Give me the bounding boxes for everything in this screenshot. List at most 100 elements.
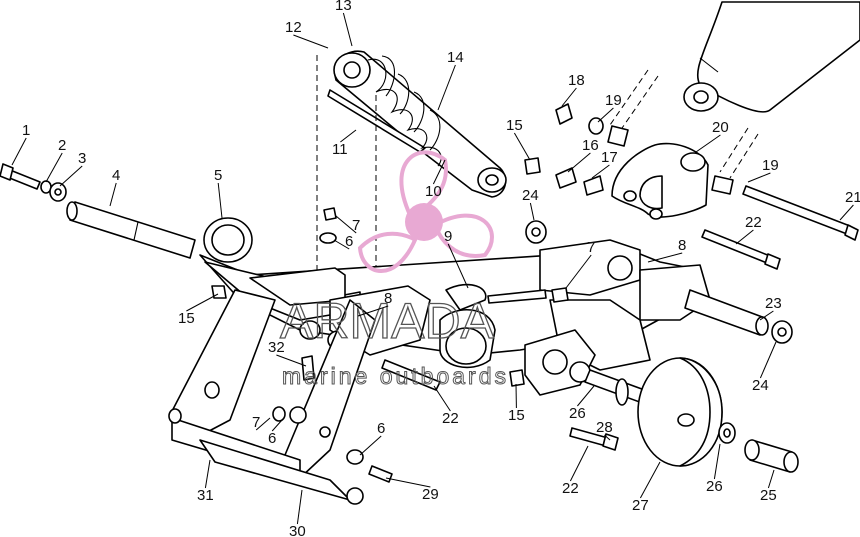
- callout-leader-10: [432, 159, 446, 185]
- callout-leader-7: [565, 254, 592, 289]
- callout-number-22: 22: [442, 410, 459, 427]
- callout-leader-14: [437, 64, 456, 111]
- parts-line-art: [0, 1, 860, 505]
- callout-number-31: 31: [197, 487, 214, 504]
- callout-number-15: 15: [506, 117, 523, 134]
- callout-number-13: 13: [335, 0, 352, 14]
- brand-tagline: marine outboards: [282, 363, 509, 389]
- callout-leader-6: [359, 435, 382, 456]
- callout-leader-30: [296, 489, 303, 525]
- callout-leader-2: [45, 152, 63, 183]
- callout-number-25: 25: [760, 487, 777, 504]
- callout-leader-22: [433, 385, 451, 412]
- callout-number-20: 20: [712, 119, 729, 136]
- callout-number-24: 24: [752, 377, 769, 394]
- callout-leader-15: [186, 293, 219, 312]
- callout-number-12: 12: [285, 19, 302, 36]
- callout-number-8: 8: [384, 290, 392, 307]
- callout-leader-8: [647, 252, 683, 263]
- callout-leader-8: [357, 305, 389, 317]
- callout-leader-7: [335, 215, 357, 234]
- callout-number-17: 17: [601, 149, 618, 166]
- shock-absorber-part: [316, 50, 507, 285]
- sleeve-part: [203, 217, 253, 263]
- long-bolt-part: [742, 185, 859, 241]
- callout-number-22: 22: [562, 480, 579, 497]
- callout-leader-12: [293, 34, 329, 49]
- callout-leader-15: [513, 132, 531, 161]
- front-bolt-part: [0, 163, 67, 202]
- callout-number-29: 29: [422, 486, 439, 503]
- callout-leader-5: [217, 182, 223, 219]
- callout-number-26: 26: [569, 405, 586, 422]
- callout-leader-26: [577, 385, 595, 407]
- callout-number-15: 15: [508, 407, 525, 424]
- callout-number-11: 11: [332, 141, 348, 158]
- callout-number-19: 19: [605, 92, 622, 109]
- callout-number-32: 32: [268, 339, 285, 356]
- callout-leader-27: [639, 461, 661, 499]
- shaft-part: [66, 201, 196, 259]
- callout-number-3: 3: [78, 150, 86, 167]
- callout-leader-6: [271, 419, 283, 432]
- callout-leader-29: [385, 477, 431, 488]
- callout-leader-22: [569, 445, 589, 482]
- callout-leader-18: [561, 87, 577, 107]
- callout-number-19: 19: [762, 157, 779, 174]
- callout-number-28: 28: [596, 419, 613, 436]
- brand-watermark: ARMADA marine outboards: [279, 150, 509, 390]
- callout-number-10: 10: [425, 183, 442, 200]
- callout-number-7: 7: [352, 217, 360, 234]
- callout-leader-26: [713, 443, 721, 480]
- callout-number-7: 7: [252, 414, 260, 431]
- bushing-part: [607, 125, 629, 147]
- callout-leader-19: [747, 172, 771, 183]
- callout-number-9: 9: [444, 228, 452, 245]
- callout-leader-22: [735, 229, 754, 245]
- callout-number-6: 6: [268, 430, 276, 447]
- callout-number-6: 6: [345, 233, 353, 250]
- callout-leader-20: [695, 134, 721, 153]
- callout-number-14: 14: [447, 49, 464, 66]
- callout-number-18: 18: [568, 72, 585, 89]
- callout-number-2: 2: [58, 137, 66, 154]
- upper-cylinder-part: [609, 1, 860, 132]
- lower-arm-part: [168, 289, 376, 505]
- callout-leader-17: [591, 164, 610, 179]
- callout-leader-24: [759, 341, 777, 379]
- callout-leader-16: [567, 152, 591, 173]
- callout-number-7: 7: [587, 239, 595, 256]
- hardware-parts: [211, 103, 793, 483]
- callout-number-16: 16: [582, 137, 599, 154]
- callout-leader-11: [340, 129, 357, 143]
- callout-number-27: 27: [632, 497, 649, 514]
- callout-number-4: 4: [112, 167, 120, 184]
- callout-leader-21: [839, 204, 854, 221]
- callout-leader-6: [333, 239, 350, 250]
- callout-leader-9: [447, 243, 469, 289]
- callout-number-1: 1: [22, 122, 30, 139]
- callout-number-15: 15: [178, 310, 195, 327]
- bolt-part: [701, 229, 781, 270]
- callout-leader-13: [342, 12, 353, 47]
- callout-leader-7: [255, 417, 271, 431]
- callout-number-6: 6: [377, 420, 385, 437]
- callout-leader-32: [276, 354, 307, 367]
- callout-leader-19: [597, 107, 614, 123]
- propeller-logo: [357, 150, 494, 273]
- callout-leader-28: [604, 434, 611, 441]
- callout-leader-24: [529, 202, 535, 221]
- callout-leader-31: [204, 459, 211, 489]
- callout-number-21: 21: [845, 189, 860, 206]
- callout-number-8: 8: [678, 237, 686, 254]
- brand-wordmark: ARMADA: [280, 293, 495, 349]
- callout-leader-23: [759, 310, 774, 321]
- callout-leader-1: [11, 137, 27, 166]
- callout-number-5: 5: [214, 167, 222, 184]
- callout-number-30: 30: [289, 523, 306, 537]
- callout-number-23: 23: [765, 295, 782, 312]
- bracket-part: [611, 127, 759, 220]
